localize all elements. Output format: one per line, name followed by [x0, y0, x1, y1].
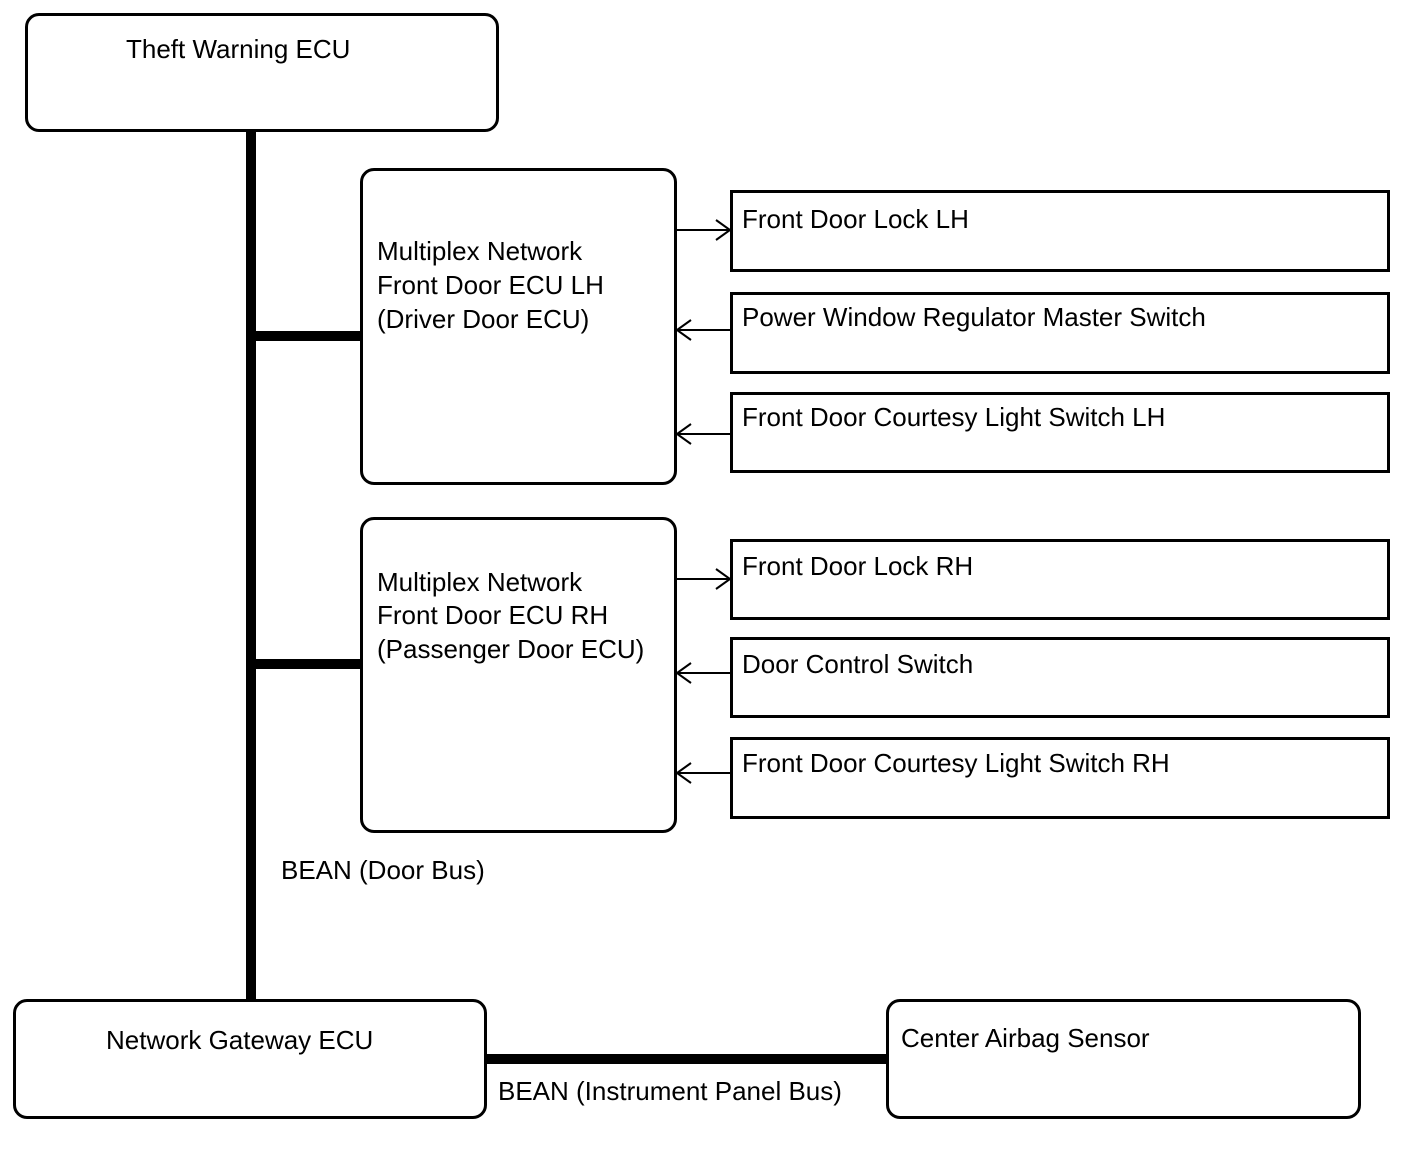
arrow-from-courtesy-switch-rh — [675, 762, 730, 784]
courtesy-light-switch-rh-label: Front Door Courtesy Light Switch RH — [742, 748, 1170, 778]
courtesy-light-switch-lh-label: Front Door Courtesy Light Switch LH — [742, 402, 1166, 432]
theft-warning-ecu-box: Theft Warning ECU — [25, 13, 499, 132]
front-door-lock-rh-box: Front Door Lock RH — [730, 539, 1390, 620]
door-control-switch-label: Door Control Switch — [742, 649, 974, 679]
door-bus-label: BEAN (Door Bus) — [281, 855, 485, 885]
arrow-to-front-door-lock-rh — [676, 568, 732, 590]
door-control-switch-box: Door Control Switch — [730, 637, 1390, 718]
courtesy-light-switch-lh-box: Front Door Courtesy Light Switch LH — [730, 392, 1390, 473]
arrow-from-door-control-switch — [675, 662, 730, 684]
front-door-lock-rh-label: Front Door Lock RH — [742, 551, 974, 581]
center-airbag-sensor-box: Center Airbag Sensor — [886, 999, 1361, 1119]
front-door-ecu-rh-box: Multiplex Network Front Door ECU RH (Pas… — [360, 517, 677, 833]
front-door-ecu-rh-line1: Multiplex Network — [377, 567, 583, 597]
front-door-lock-lh-box: Front Door Lock LH — [730, 190, 1390, 272]
arrow-from-courtesy-switch-lh — [675, 423, 730, 445]
front-door-ecu-lh-line2: Front Door ECU LH — [377, 270, 604, 300]
power-window-master-switch-label: Power Window Regulator Master Switch — [742, 302, 1206, 332]
arrow-from-power-window-switch — [675, 319, 730, 341]
front-door-ecu-lh-box: Multiplex Network Front Door ECU LH (Dri… — [360, 168, 677, 485]
arrow-to-front-door-lock-lh — [676, 219, 732, 241]
front-door-ecu-lh-line3: (Driver Door ECU) — [377, 304, 590, 334]
front-door-lock-lh-label: Front Door Lock LH — [742, 204, 969, 234]
theft-warning-ecu-label: Theft Warning ECU — [126, 34, 351, 64]
front-door-ecu-rh-line3: (Passenger Door ECU) — [377, 634, 645, 664]
front-door-ecu-lh-line1: Multiplex Network — [377, 236, 583, 266]
courtesy-light-switch-rh-box: Front Door Courtesy Light Switch RH — [730, 737, 1390, 819]
front-door-ecu-rh-line2: Front Door ECU RH — [377, 600, 609, 630]
center-airbag-sensor-label: Center Airbag Sensor — [901, 1023, 1150, 1053]
network-gateway-ecu-label: Network Gateway ECU — [106, 1025, 374, 1055]
instrument-panel-bus-label: BEAN (Instrument Panel Bus) — [498, 1076, 842, 1106]
power-window-master-switch-box: Power Window Regulator Master Switch — [730, 292, 1390, 374]
network-gateway-ecu-box: Network Gateway ECU — [13, 999, 487, 1119]
